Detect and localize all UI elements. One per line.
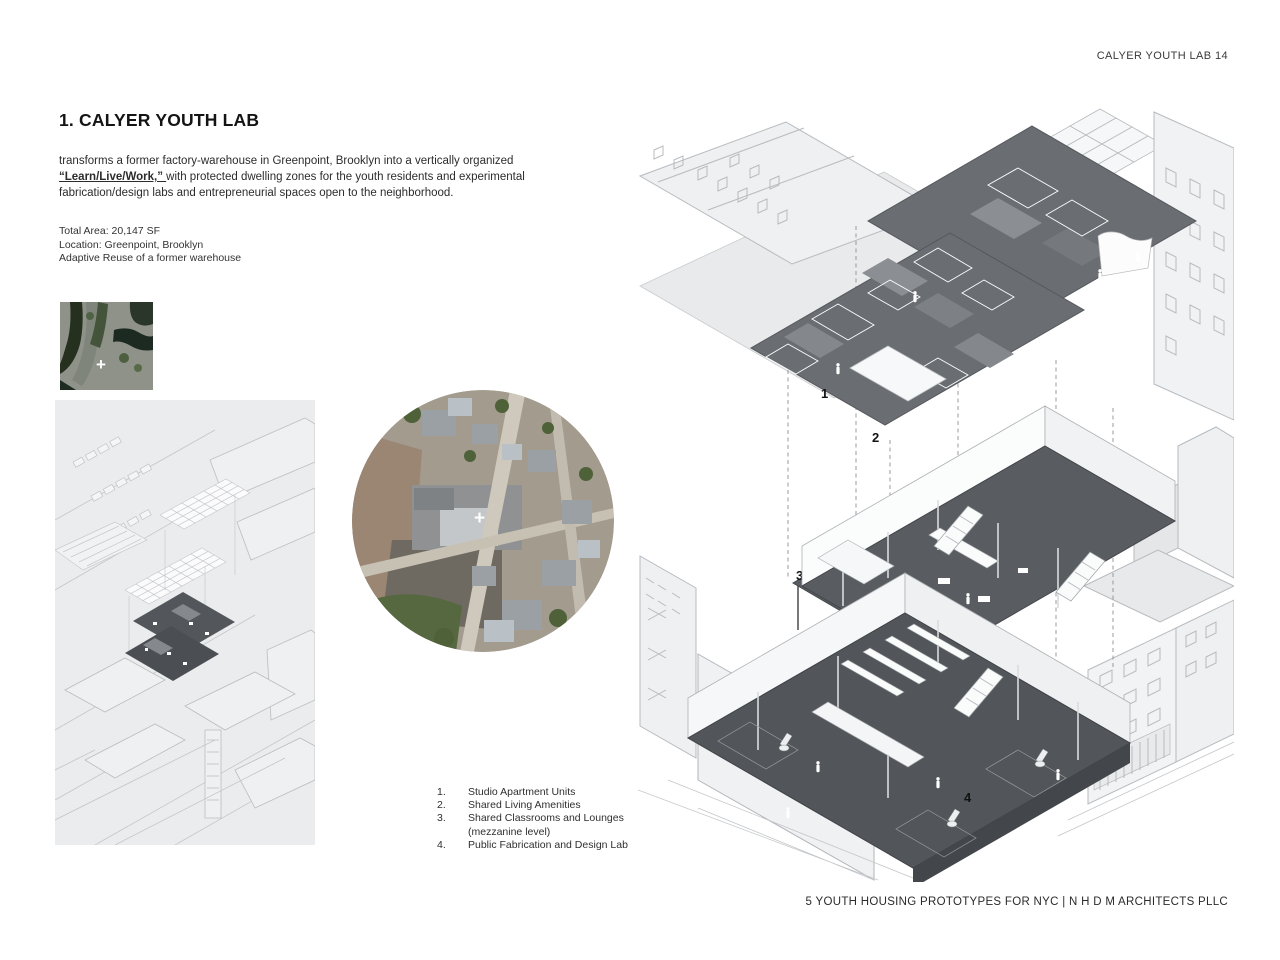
description-after: with protected dwelling zones for the yo…: [59, 171, 525, 199]
legend-label: Shared Living Amenities: [468, 799, 581, 812]
detail-total-area: Total Area: 20,147 SF: [59, 225, 160, 237]
legend-number: 1.: [437, 786, 446, 798]
project-details: Total Area: 20,147 SF Location: Greenpoi…: [59, 225, 564, 266]
drawing-label-1: 1: [821, 386, 828, 401]
legend-number: 3.: [437, 812, 446, 825]
aerial-image: [352, 390, 614, 652]
aerial-photo-circle: +: [352, 390, 614, 652]
program-legend: 1. Studio Apartment Units 2. Shared Livi…: [437, 786, 628, 852]
project-description: transforms a former factory-warehouse in…: [59, 153, 564, 201]
exploded-axon-drawing: 1 2 3: [638, 108, 1234, 882]
crosshair-marker-icon: +: [474, 508, 486, 529]
drawing-label-3: 3: [796, 568, 803, 583]
crosshair-marker-icon: +: [96, 355, 106, 374]
legend-label: Public Fabrication and Design Lab: [468, 838, 628, 851]
legend-item: 1. Studio Apartment Units: [437, 786, 628, 799]
drawing-label-2: 2: [872, 430, 879, 445]
page-number-header: CALYER YOUTH LAB 14: [1096, 50, 1228, 62]
detail-location: Location: Greenpoint, Brooklyn: [59, 238, 204, 251]
satellite-thumbnail: +: [60, 302, 153, 390]
legend-label: Shared Classrooms and Lounges: [468, 812, 624, 825]
satellite-image: [60, 302, 153, 390]
detail-reuse: Adaptive Reuse of a former warehouse: [59, 252, 242, 264]
page-title: 1. CALYER YOUTH LAB: [59, 110, 260, 130]
legend-item: 2. Shared Living Amenities: [437, 799, 628, 812]
page-footer: 5 YOUTH HOUSING PROTOTYPES FOR NYC | N H…: [805, 896, 1228, 908]
legend-number: 2.: [437, 799, 446, 812]
description-emphasis: “Learn/Live/Work,”: [59, 171, 167, 183]
legend-number: 4.: [437, 838, 446, 851]
legend-label: Studio Apartment Units: [468, 786, 576, 798]
drawing-label-4: 4: [964, 790, 972, 805]
project-text-column: 1. CALYER YOUTH LAB transforms a former …: [59, 110, 564, 266]
context-axon-drawing: [55, 400, 315, 845]
legend-item: 3. Shared Classrooms and Lounges (mezzan…: [437, 812, 628, 838]
legend-item: 4. Public Fabrication and Design Lab: [437, 839, 628, 852]
description-before: transforms a former factory-warehouse in…: [59, 155, 514, 167]
legend-label-cont: (mezzanine level): [468, 825, 551, 838]
